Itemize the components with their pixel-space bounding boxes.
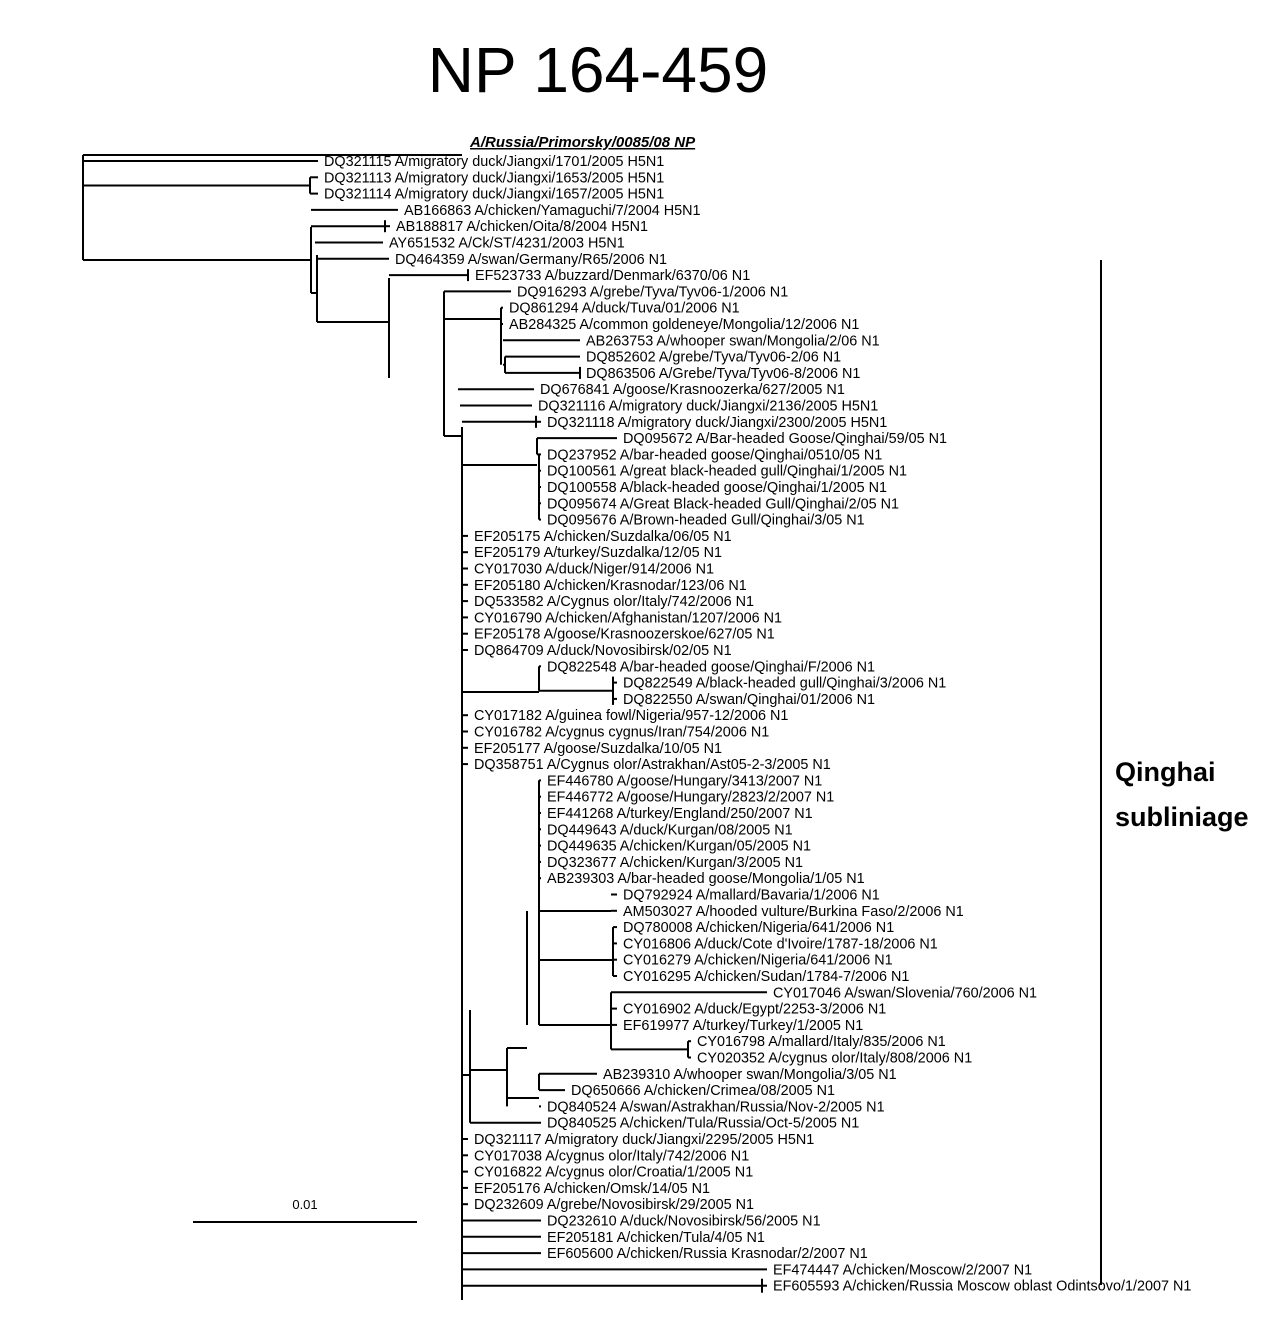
taxon-label: CY016902 A/duck/Egypt/2253-3/2006 N1	[623, 1002, 886, 1018]
taxon-labels: DQ321115 A/migratory duck/Jiangxi/1701/2…	[324, 154, 1191, 1295]
taxon-label: DQ237952 A/bar-headed goose/Qinghai/0510…	[547, 447, 882, 463]
taxon-label: DQ358751 A/Cygnus olor/Astrakhan/Ast05-2…	[474, 757, 831, 773]
taxon-label: DQ916293 A/grebe/Tyva/Tyv06-1/2006 N1	[517, 284, 788, 300]
tree-branches	[82, 154, 767, 1300]
taxon-label: CY016822 A/cygnus olor/Croatia/1/2005 N1	[474, 1165, 753, 1181]
taxon-label: AY651532 A/Ck/ST/4231/2003 H5N1	[389, 236, 625, 252]
scale-bar-label: 0.01	[292, 1197, 317, 1212]
taxon-label: CY017182 A/guinea fowl/Nigeria/957-12/20…	[474, 708, 788, 724]
taxon-label: EF619977 A/turkey/Turkey/1/2005 N1	[623, 1018, 863, 1034]
page-title: NP 164-459	[427, 34, 769, 106]
taxon-label: DQ822548 A/bar-headed goose/Qinghai/F/20…	[547, 659, 875, 675]
taxon-label: DQ321114 A/migratory duck/Jiangxi/1657/2…	[324, 187, 664, 203]
taxon-label: DQ095674 A/Great Black-headed Gull/Qingh…	[547, 496, 899, 512]
taxon-label: DQ323677 A/chicken/Kurgan/3/2005 N1	[547, 855, 803, 871]
taxon-label: EF446780 A/goose/Hungary/3413/2007 N1	[547, 773, 822, 789]
clade-label-line1: Qinghai	[1115, 757, 1216, 787]
taxon-label: DQ321113 A/migratory duck/Jiangxi/1653/2…	[324, 170, 664, 186]
taxon-label: DQ232609 A/grebe/Novosibirsk/29/2005 N1	[474, 1197, 754, 1213]
taxon-label: DQ100558 A/black-headed goose/Qinghai/1/…	[547, 480, 887, 496]
taxon-label: EF205176 A/chicken/Omsk/14/05 N1	[474, 1181, 710, 1197]
taxon-label: DQ676841 A/goose/Krasnoozerka/627/2005 N…	[540, 382, 845, 398]
taxon-label: AB284325 A/common goldeneye/Mongolia/12/…	[509, 317, 859, 333]
clade-label-line2: subliniage	[1115, 802, 1249, 832]
taxon-label: DQ840524 A/swan/Astrakhan/Russia/Nov-2/2…	[547, 1099, 885, 1115]
taxon-label: DQ100561 A/great black-headed gull/Qingh…	[547, 464, 907, 480]
taxon-label: AM503027 A/hooded vulture/Burkina Faso/2…	[623, 904, 964, 920]
taxon-label: DQ321117 A/migratory duck/Jiangxi/2295/2…	[474, 1132, 814, 1148]
taxon-label: DQ449643 A/duck/Kurgan/08/2005 N1	[547, 822, 793, 838]
taxon-label: DQ840525 A/chicken/Tula/Russia/Oct-5/200…	[547, 1116, 859, 1132]
taxon-label: EF205180 A/chicken/Krasnodar/123/06 N1	[474, 578, 747, 594]
taxon-label: EF605593 A/chicken/Russia Moscow oblast …	[773, 1279, 1191, 1295]
taxon-label: EF605600 A/chicken/Russia Krasnodar/2/20…	[547, 1246, 868, 1262]
taxon-label: DQ863506 A/Grebe/Tyva/Tyv06-8/2006 N1	[586, 366, 860, 382]
taxon-label: AB166863 A/chicken/Yamaguchi/7/2004 H5N1	[404, 203, 701, 219]
taxon-label: DQ321118 A/migratory duck/Jiangxi/2300/2…	[547, 415, 887, 431]
taxon-label: CY017038 A/cygnus olor/Italy/742/2006 N1	[474, 1148, 749, 1164]
taxon-label: DQ321115 A/migratory duck/Jiangxi/1701/2…	[324, 154, 664, 170]
taxon-label: DQ232610 A/duck/Novosibirsk/56/2005 N1	[547, 1214, 821, 1230]
taxon-label: DQ650666 A/chicken/Crimea/08/2005 N1	[571, 1083, 835, 1099]
taxon-label: DQ864709 A/duck/Novosibirsk/02/05 N1	[474, 643, 732, 659]
taxon-label: EF523733 A/buzzard/Denmark/6370/06 N1	[475, 268, 750, 284]
taxon-label: EF205179 A/turkey/Suzdalka/12/05 N1	[474, 545, 722, 561]
taxon-label: CY017030 A/duck/Niger/914/2006 N1	[474, 562, 714, 578]
taxon-label: DQ822550 A/swan/Qinghai/01/2006 N1	[623, 692, 875, 708]
taxon-label: AB239310 A/whooper swan/Mongolia/3/05 N1	[603, 1067, 897, 1083]
taxon-label: CY016782 A/cygnus cygnus/Iran/754/2006 N…	[474, 725, 769, 741]
taxon-label: DQ449635 A/chicken/Kurgan/05/2005 N1	[547, 839, 811, 855]
taxon-label: AB188817 A/chicken/Oita/8/2004 H5N1	[396, 219, 648, 235]
taxon-label: CY016790 A/chicken/Afghanistan/1207/2006…	[474, 610, 782, 626]
taxon-label: EF205175 A/chicken/Suzdalka/06/05 N1	[474, 529, 732, 545]
taxon-label: CY016806 A/duck/Cote d'Ivoire/1787-18/20…	[623, 936, 938, 952]
taxon-label: EF474447 A/chicken/Moscow/2/2007 N1	[773, 1262, 1032, 1278]
taxon-label: DQ792924 A/mallard/Bavaria/1/2006 N1	[623, 888, 880, 904]
taxon-label: DQ533582 A/Cygnus olor/Italy/742/2006 N1	[474, 594, 754, 610]
root-label: A/Russia/Primorsky/0085/08 NP	[469, 134, 696, 151]
taxon-label: AB263753 A/whooper swan/Mongolia/2/06 N1	[586, 333, 880, 349]
taxon-label: CY020352 A/cygnus olor/Italy/808/2006 N1	[697, 1051, 972, 1067]
taxon-label: DQ861294 A/duck/Tuva/01/2006 N1	[509, 301, 740, 317]
taxon-label: AB239303 A/bar-headed goose/Mongolia/1/0…	[547, 871, 865, 887]
taxon-label: EF205178 A/goose/Krasnoozerskoe/627/05 N…	[474, 627, 775, 643]
taxon-label: DQ464359 A/swan/Germany/R65/2006 N1	[395, 252, 667, 268]
taxon-label: DQ321116 A/migratory duck/Jiangxi/2136/2…	[538, 399, 878, 415]
taxon-label: CY017046 A/swan/Slovenia/760/2006 N1	[773, 985, 1037, 1001]
taxon-label: EF205177 A/goose/Suzdalka/10/05 N1	[474, 741, 722, 757]
taxon-label: DQ095672 A/Bar-headed Goose/Qinghai/59/0…	[623, 431, 947, 447]
taxon-label: DQ852602 A/grebe/Tyva/Tyv06-2/06 N1	[586, 350, 841, 366]
taxon-label: CY016279 A/chicken/Nigeria/641/2006 N1	[623, 953, 893, 969]
taxon-label: CY016295 A/chicken/Sudan/1784-7/2006 N1	[623, 969, 909, 985]
taxon-label: DQ822549 A/black-headed gull/Qinghai/3/2…	[623, 676, 946, 692]
taxon-label: EF441268 A/turkey/England/250/2007 N1	[547, 806, 813, 822]
taxon-label: EF446772 A/goose/Hungary/2823/2/2007 N1	[547, 790, 834, 806]
taxon-label: DQ780008 A/chicken/Nigeria/641/2006 N1	[623, 920, 894, 936]
taxon-label: DQ095676 A/Brown-headed Gull/Qinghai/3/0…	[547, 513, 865, 529]
taxon-label: CY016798 A/mallard/Italy/835/2006 N1	[697, 1034, 946, 1050]
taxon-label: EF205181 A/chicken/Tula/4/05 N1	[547, 1230, 765, 1246]
